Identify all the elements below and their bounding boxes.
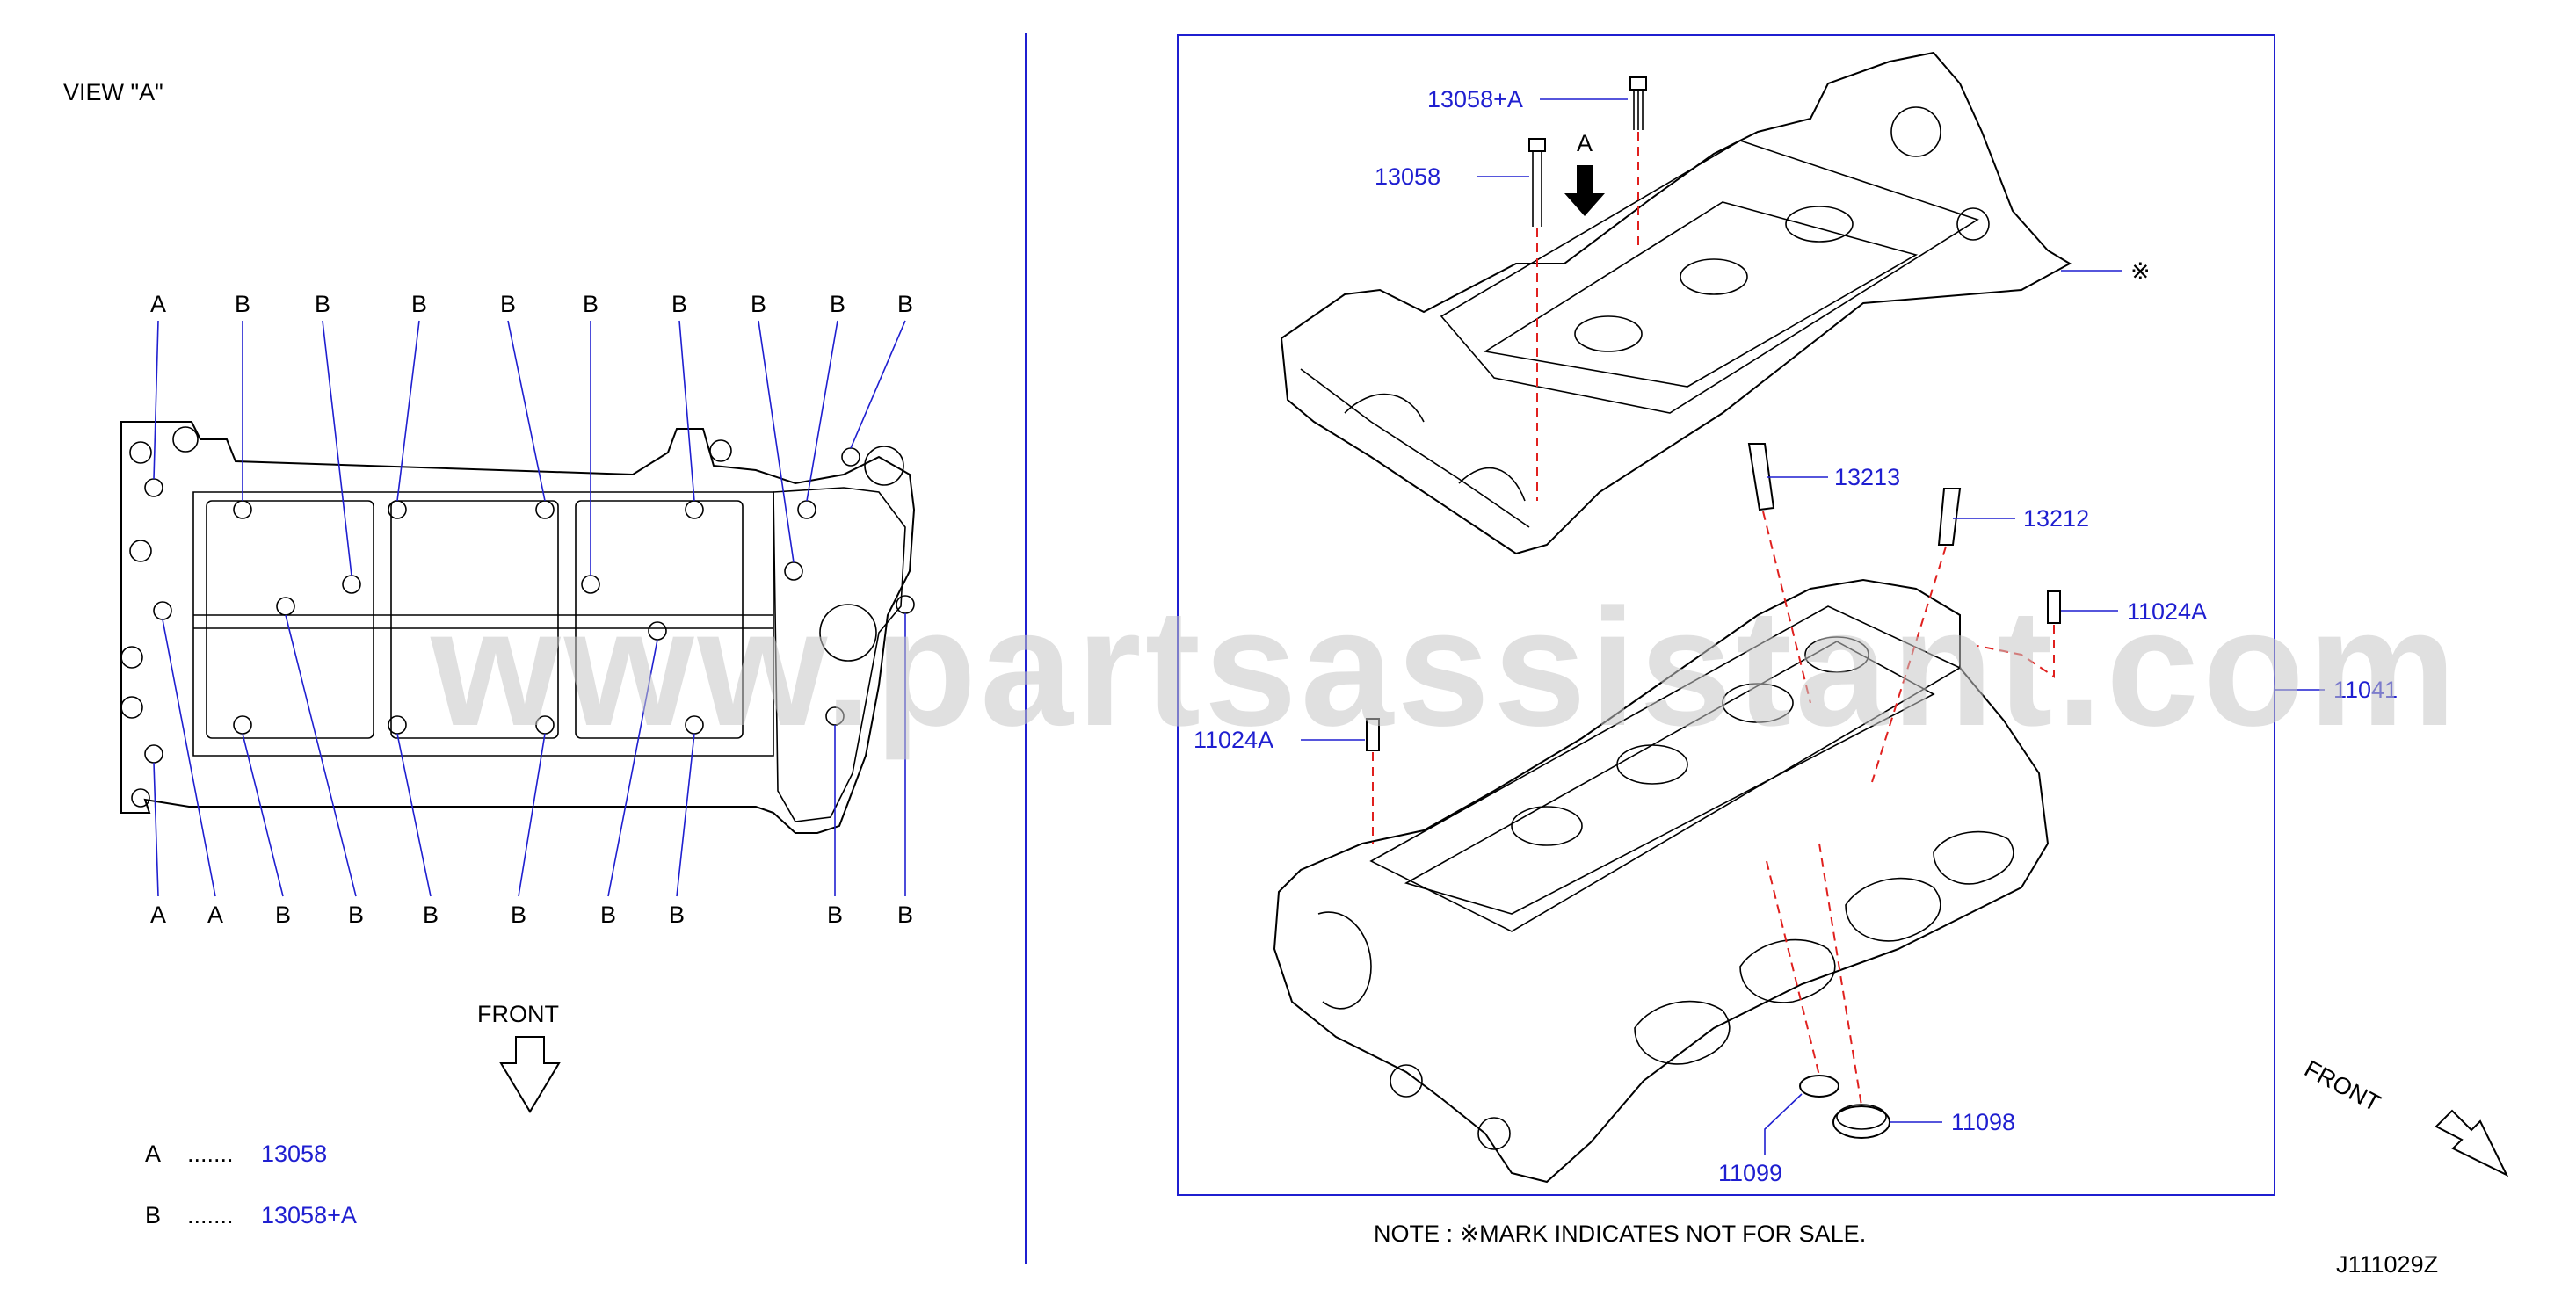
assembly-frame [1177,34,2275,1196]
top-bolt-hole-2 [342,575,361,594]
part-label-11099: 11099 [1718,1160,1782,1186]
top-leader-0 [153,320,159,480]
top-label-7: B [751,291,766,317]
dowel-11024A-right [2047,590,2061,624]
bottom-leader-5 [518,733,546,897]
view-title: VIEW "A" [63,79,163,105]
bottom-label-4: B [423,902,439,928]
top-bolt-hole-8 [797,500,816,519]
svg-text:A: A [145,1141,161,1167]
part-label-13212: 13212 [2023,505,2089,532]
bottom-label-3: B [348,902,364,928]
part-label-13058: 13058 [1375,163,1440,190]
bottom-label-5: B [511,902,526,928]
bottom-leader-1 [162,619,216,897]
svg-text:B: B [145,1202,161,1228]
bottom-leader-3 [285,614,357,897]
part-label-11098: 11098 [1951,1109,2015,1135]
bottom-bolt-hole-0 [144,744,163,764]
note-text: NOTE : ※MARK INDICATES NOT FOR SALE. [1374,1221,1866,1247]
bottom-label-6: B [600,902,616,928]
bolt-13058A [1629,76,1647,130]
front-label-left: FRONT [477,1001,559,1027]
front-arrow-diagonal-icon [2435,1109,2509,1177]
top-label-5: B [583,291,599,317]
top-label-0: A [150,291,166,317]
top-bolt-hole-6 [685,500,704,519]
bottom-leader-0 [153,762,159,897]
watermark: www.partsassistant.com [430,575,2460,761]
front-label-right: FRONT [2300,1055,2384,1117]
top-label-1: B [235,291,250,317]
top-leader-3 [396,320,420,502]
top-leader-7 [758,320,795,563]
top-label-8: B [830,291,845,317]
top-bolt-hole-9 [841,447,860,467]
part-label-13213: 13213 [1834,464,1900,490]
assembly-dashed-lines [1372,132,2055,1106]
top-leader-9 [850,320,906,449]
top-label-9: B [897,291,913,317]
bottom-label-9: B [897,902,913,928]
dowel-11024A-left [1366,718,1380,751]
bottom-leader-4 [396,733,432,897]
bottom-leader-7 [676,733,695,897]
camshaft-bracket [1280,51,2072,555]
top-label-6: B [671,291,687,317]
cylinder-head [1273,578,2050,1184]
top-leader-2 [322,320,352,576]
bottom-leader-2 [242,733,284,897]
diagram-code: J111029Z [2336,1251,2438,1278]
top-bolt-hole-0 [144,478,163,497]
part-label-11024A-right: 11024A [2127,598,2207,625]
bottom-leader-6 [607,639,658,897]
seal-11098 [1832,1104,1890,1139]
top-leader-8 [806,320,838,502]
bottom-label-2: B [275,902,291,928]
svg-text:13058+A: 13058+A [261,1202,357,1228]
top-bolt-hole-4 [535,500,555,519]
legend-row-b: B ....... 13058+A [145,1202,357,1228]
not-for-sale-mark: ※ [2130,258,2151,285]
top-leader-4 [507,320,546,502]
front-arrow-down-icon [499,1036,561,1113]
part-label-13058A: 13058+A [1427,86,1523,112]
bottom-label-7: B [669,902,685,928]
view-a-leader-lines [153,320,906,897]
part-label-11024A-left: 11024A [1194,727,1273,753]
top-label-4: B [500,291,516,317]
view-a-arrow-label: A [1577,130,1593,156]
bolt-13058 [1528,138,1546,227]
seal-11099 [1799,1075,1839,1098]
view-a-arrow-icon [1564,165,1605,216]
bottom-label-1: A [207,902,223,928]
bottom-label-0: A [150,902,166,928]
legend-row-a: A ....... 13058 [145,1141,327,1167]
bottom-bolt-hole-1 [153,601,172,620]
top-leader-6 [678,320,695,502]
top-label-2: B [315,291,330,317]
guide-13213 [1747,443,1775,511]
top-bolt-hole-1 [233,500,252,519]
cylinder-head-bottom-view [120,421,916,834]
svg-text:13058: 13058 [261,1141,327,1167]
svg-text:.......: ....... [187,1141,234,1167]
part-label-11041: 11041 [2333,677,2398,703]
top-label-3: B [411,291,427,317]
guide-13212 [1937,488,1962,546]
svg-text:.......: ....... [187,1202,234,1228]
bottom-bolt-hole-2 [233,715,252,735]
part-callouts: 13058+A 13058 ※ 13213 13212 11024A 11024… [1194,86,2398,1186]
bottom-bolt-hole-3 [276,597,295,616]
bottom-label-8: B [827,902,843,928]
